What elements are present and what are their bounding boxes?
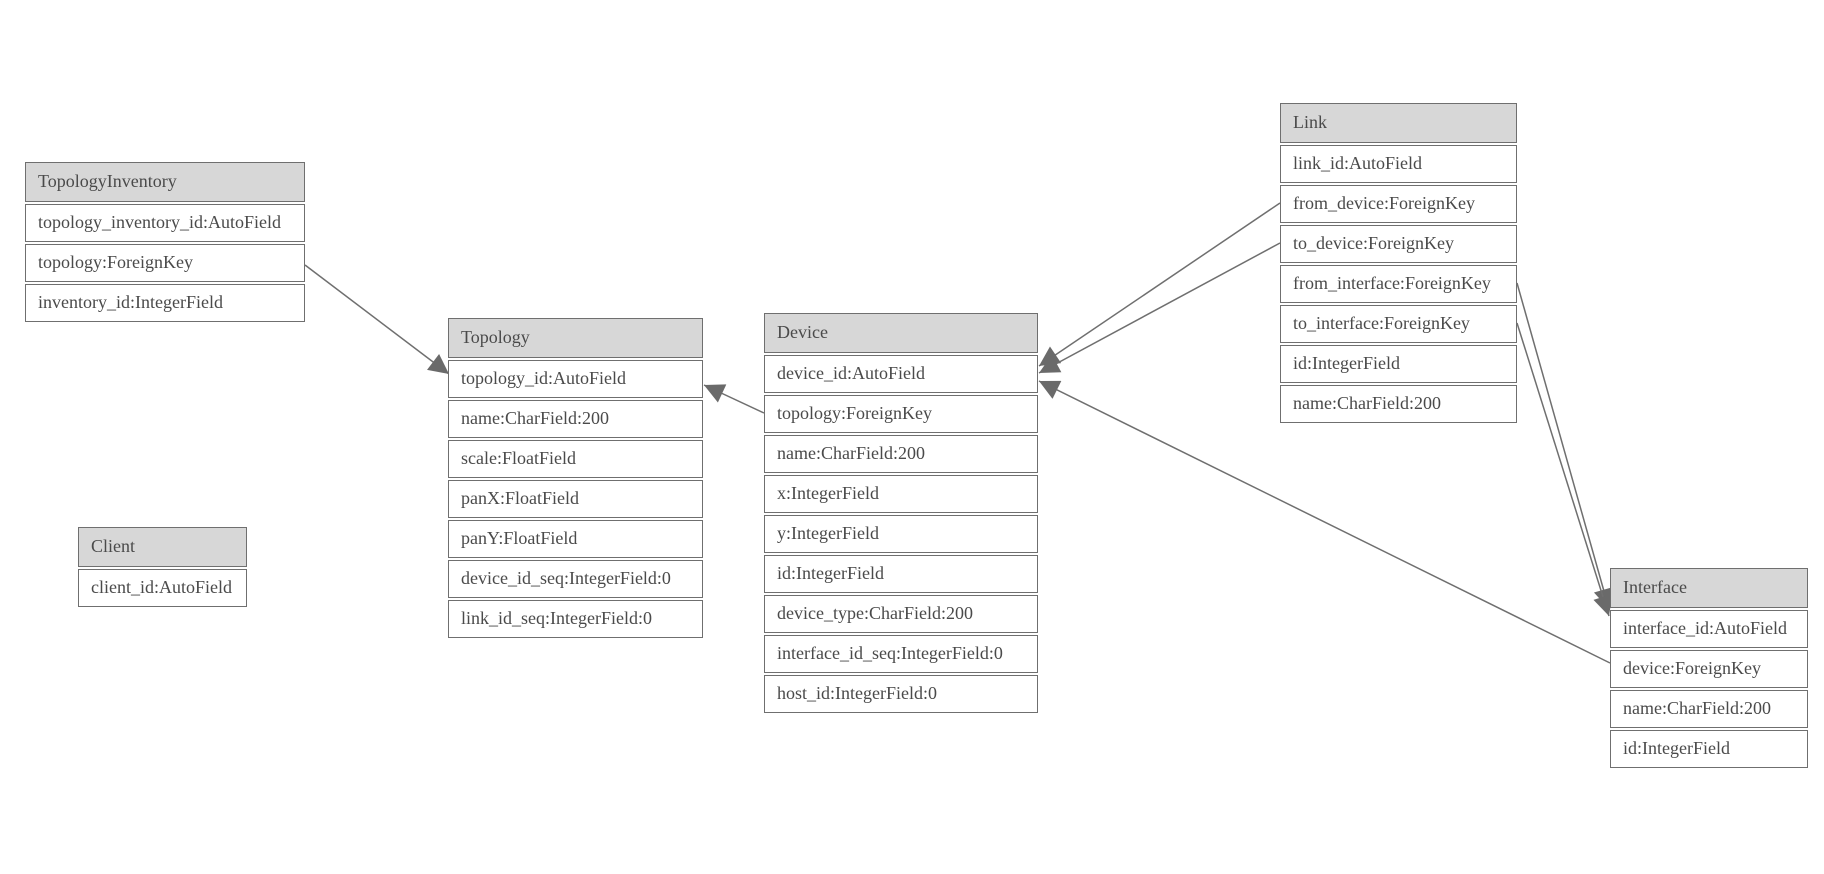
entity-field: topology:ForeignKey bbox=[764, 395, 1038, 433]
entity-field: interface_id:AutoField bbox=[1610, 610, 1808, 648]
relation-link-from_device-to-device bbox=[1038, 202, 1281, 367]
entity-field: device_id_seq:IntegerField:0 bbox=[448, 560, 703, 598]
entity-title: Device bbox=[764, 313, 1038, 353]
entity-field: scale:FloatField bbox=[448, 440, 703, 478]
entity-title: Interface bbox=[1610, 568, 1808, 608]
entity-field: name:CharField:200 bbox=[764, 435, 1038, 473]
entity-field: name:CharField:200 bbox=[1280, 385, 1517, 423]
entity-field: topology_inventory_id:AutoField bbox=[25, 204, 305, 242]
entity-title: Link bbox=[1280, 103, 1517, 143]
entity-field: from_interface:ForeignKey bbox=[1280, 265, 1517, 303]
entity-field: topology:ForeignKey bbox=[25, 244, 305, 282]
entity-field: panY:FloatField bbox=[448, 520, 703, 558]
entity-title: Topology bbox=[448, 318, 703, 358]
entity-field: x:IntegerField bbox=[764, 475, 1038, 513]
relation-topologyinventory-topology-to-topology bbox=[304, 264, 450, 375]
entity-field: to_interface:ForeignKey bbox=[1280, 305, 1517, 343]
relation-link-from_interface-to-interface bbox=[1516, 282, 1614, 610]
entity-field: panX:FloatField bbox=[448, 480, 703, 518]
entity-field: id:IntegerField bbox=[1610, 730, 1808, 768]
entity-field: name:CharField:200 bbox=[1610, 690, 1808, 728]
entity-field: id:IntegerField bbox=[764, 555, 1038, 593]
entity-field: inventory_id:IntegerField bbox=[25, 284, 305, 322]
entity-field: link_id_seq:IntegerField:0 bbox=[448, 600, 703, 638]
entity-field: client_id:AutoField bbox=[78, 569, 247, 607]
entity-field: interface_id_seq:IntegerField:0 bbox=[764, 635, 1038, 673]
entity-field: name:CharField:200 bbox=[448, 400, 703, 438]
relation-interface-device-to-device bbox=[1038, 380, 1611, 664]
relation-link-to_interface-to-interface bbox=[1516, 322, 1613, 617]
entity-field: device:ForeignKey bbox=[1610, 650, 1808, 688]
entity-client: Client client_id:AutoField bbox=[78, 527, 247, 607]
entity-topology-inventory: TopologyInventory topology_inventory_id:… bbox=[25, 162, 305, 322]
entity-field: id:IntegerField bbox=[1280, 345, 1517, 383]
entity-field: to_device:ForeignKey bbox=[1280, 225, 1517, 263]
entity-field: device_type:CharField:200 bbox=[764, 595, 1038, 633]
relation-device-topology-to-topology bbox=[703, 384, 765, 414]
entity-field: link_id:AutoField bbox=[1280, 145, 1517, 183]
entity-title: Client bbox=[78, 527, 247, 567]
entity-field: y:IntegerField bbox=[764, 515, 1038, 553]
entity-field: topology_id:AutoField bbox=[448, 360, 703, 398]
entity-field: host_id:IntegerField:0 bbox=[764, 675, 1038, 713]
entity-field: device_id:AutoField bbox=[764, 355, 1038, 393]
entity-field: from_device:ForeignKey bbox=[1280, 185, 1517, 223]
relation-link-to_device-to-device bbox=[1038, 242, 1281, 374]
entity-title: TopologyInventory bbox=[25, 162, 305, 202]
